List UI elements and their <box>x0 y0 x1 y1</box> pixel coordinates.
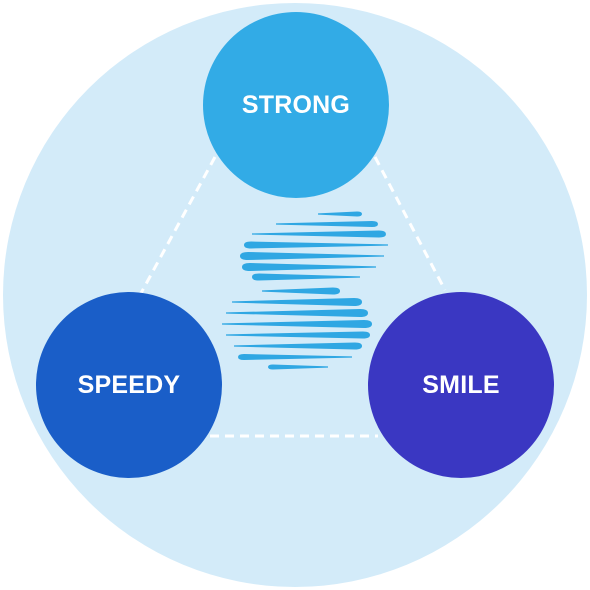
node-smile-label: SMILE <box>422 371 499 399</box>
logo-stripe <box>234 342 362 350</box>
logo-stripe <box>226 309 368 317</box>
node-speedy-label: SPEEDY <box>78 371 181 399</box>
logo-stripe <box>232 298 362 306</box>
node-speedy-circle <box>36 292 222 478</box>
node-smile: SMILE <box>368 292 554 478</box>
node-smile-circle <box>368 292 554 478</box>
connector-strong-speedy <box>138 156 217 296</box>
logo-stripe <box>244 241 388 249</box>
node-strong-label: STRONG <box>242 91 350 119</box>
logo-stripe <box>318 211 362 217</box>
logo-stripe <box>222 320 372 328</box>
logo-stripe <box>238 354 352 360</box>
logo-stripe <box>226 331 370 339</box>
connector-strong-smile <box>373 156 447 291</box>
connector-lines <box>138 156 447 438</box>
logo-stripe <box>276 221 378 227</box>
logo-stripe <box>252 230 386 238</box>
logo-stripe <box>252 273 360 281</box>
logo-stripe <box>262 287 340 295</box>
node-strong: STRONG <box>203 12 389 198</box>
node-speedy: SPEEDY <box>36 292 222 478</box>
logo-stripe <box>242 263 376 271</box>
striped-s-globe-icon <box>222 211 388 370</box>
logo-stripe <box>240 252 384 260</box>
node-strong-circle <box>203 12 389 198</box>
logo-stripe <box>268 364 328 370</box>
